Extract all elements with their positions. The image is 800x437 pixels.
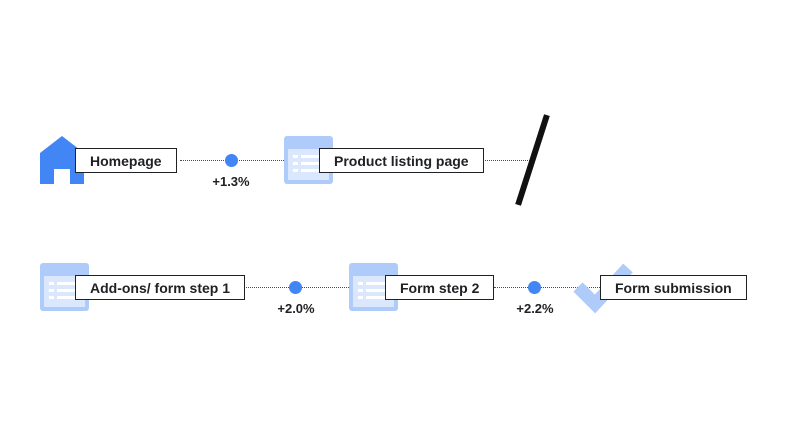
step-add-ons-form-step-1: Add-ons/ form step 1 [75,275,246,300]
connector-line [494,287,600,288]
rate-marker [225,154,238,167]
conversion-rate: +2.0% [277,301,315,316]
conversion-rate: +1.3% [212,174,250,189]
connector-line [180,160,320,161]
slash-divider-icon [515,114,550,206]
step-form-submission: Form submission [600,275,747,300]
conversion-rate: +2.2% [516,301,554,316]
home-icon [40,136,84,184]
step-homepage: Homepage [75,148,177,173]
step-form-step-2: Form step 2 [385,275,495,300]
rate-marker [528,281,541,294]
connector-line [476,160,530,161]
rate-marker [289,281,302,294]
step-product-listing-page: Product listing page [319,148,484,173]
